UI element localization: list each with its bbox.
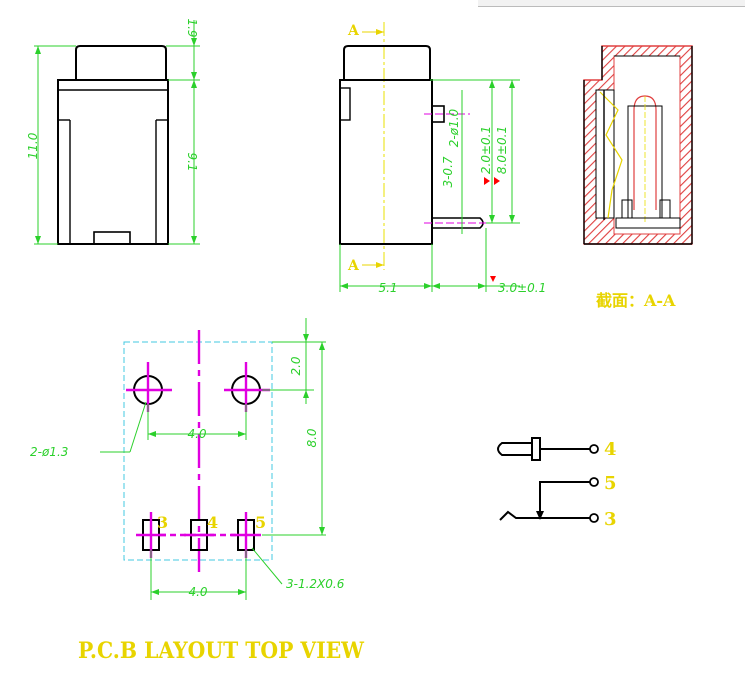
- schematic-pin-label-4: 4: [604, 439, 617, 460]
- front-view-body: [57, 79, 169, 245]
- pcb-dim-pads: 3-1.2X0.6: [286, 577, 345, 591]
- section-view-spring: [599, 91, 623, 219]
- section-label-top: A: [347, 23, 360, 39]
- pcb-pad-label-5: 5: [255, 513, 266, 532]
- schematic-switch: [539, 481, 590, 517]
- pcb-layout: 3 4 5 2.0 8.0 4.0 2-ø1.3: [30, 318, 364, 664]
- pcb-dim-top: 2.0: [289, 356, 303, 375]
- side-dim-pin-spacing: 2.0±0.1: [479, 126, 493, 174]
- pin-tolerance-markers: [484, 177, 500, 282]
- pcb-layout-title: P.C.B LAYOUT TOP VIEW: [78, 638, 364, 664]
- pcb-dimension-lines: [100, 318, 326, 600]
- side-view-body: [339, 79, 433, 245]
- pcb-hole-right: [224, 362, 270, 412]
- pcb-dim-height: 8.0: [305, 428, 319, 447]
- side-view: A A 2-ø1.0 3-0.7 2.0±0.1 8.0±0.1: [339, 22, 546, 295]
- side-dim-width: 5.1: [378, 281, 397, 295]
- jack-schematic: 4 5 3: [497, 437, 617, 530]
- schematic-pin-label-5: 5: [604, 473, 617, 494]
- pcb-pad-label-3: 3: [157, 513, 168, 532]
- front-view-pin-slot: [93, 231, 131, 245]
- side-view-dimension-lines: [339, 79, 520, 292]
- front-dim-cap: 1.9: [185, 18, 199, 37]
- section-view-caption: 截面：A-A: [596, 291, 676, 310]
- schematic-center-pin: [497, 442, 532, 456]
- section-view: 截面：A-A: [583, 45, 693, 310]
- pcb-dim-hole-spacing: 4.0: [187, 427, 206, 441]
- pcb-dim-pad-spacing: 4.0: [188, 585, 207, 599]
- pcb-hole-left: [126, 362, 172, 412]
- side-dim-pin-length: 3.0±0.1: [498, 281, 546, 295]
- side-dim-small: 3-0.7: [441, 156, 455, 187]
- front-view-dimension-lines: [34, 20, 200, 245]
- section-marker: [362, 29, 384, 268]
- schematic-sleeve: [499, 510, 590, 521]
- side-dim-pin-dia: 2-ø1.0: [447, 108, 461, 147]
- side-dim-pin-offset: 8.0±0.1: [495, 126, 509, 174]
- schematic-pin-label-3: 3: [604, 509, 617, 530]
- front-view: 11.0 1.9 9.1: [26, 18, 200, 245]
- pcb-pad-label-4: 4: [207, 513, 218, 532]
- pcb-dim-holes: 2-ø1.3: [30, 445, 68, 459]
- top-toolbar-strip: [478, 0, 745, 7]
- front-view-cap: [75, 45, 167, 80]
- section-label-bottom: A: [347, 258, 360, 274]
- front-dim-body: 9.1: [185, 152, 199, 171]
- front-dim-total: 11.0: [26, 132, 40, 159]
